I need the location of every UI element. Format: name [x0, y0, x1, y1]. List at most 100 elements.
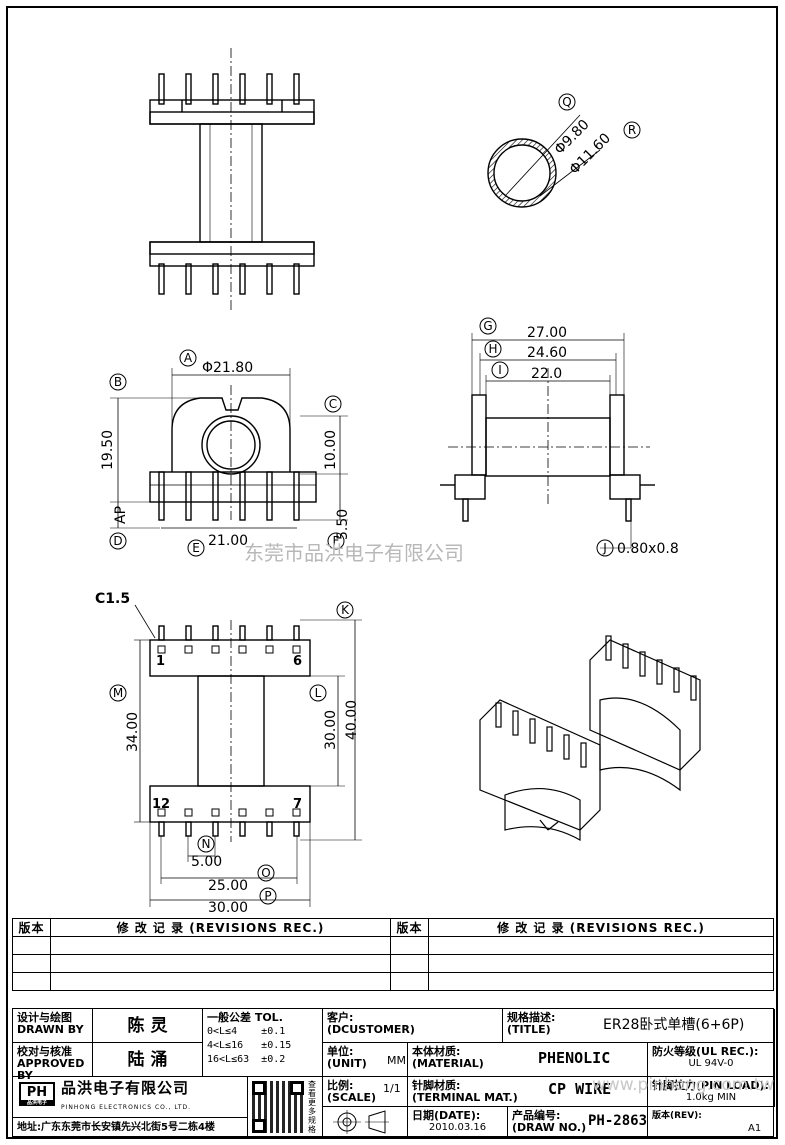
dim-A: Φ21.80: [202, 360, 253, 376]
revisions-table: 版本 修 改 记 录 (REVISIONS REC.) 版本 修 改 记 录 (…: [12, 918, 774, 991]
svg-text:O: O: [261, 866, 270, 880]
dim-N: 5.00: [191, 854, 222, 870]
dim-C: 10.00: [323, 430, 339, 470]
unit-cell: 单位:(UNIT) MM: [323, 1043, 408, 1077]
projection-symbol: [323, 1107, 408, 1138]
label-E: E: [187, 539, 205, 557]
label-J: J: [596, 539, 614, 557]
pinload-cell: 针脚拉力(PIN LOAD): 1.0kg MIN: [648, 1077, 775, 1107]
dim-E: 21.00: [208, 533, 248, 549]
watermark-company: 东莞市品洪电子有限公司: [244, 541, 464, 565]
material-cell: 本体材质:(MATERIAL) PHENOLIC: [408, 1043, 648, 1077]
svg-text:L: L: [315, 686, 322, 700]
label-R: R: [623, 121, 641, 139]
bottom-view-pins: [158, 625, 300, 837]
qr-cell: 查看更多规格: [248, 1077, 323, 1138]
dim-chamfer: C1.5: [95, 591, 130, 607]
pin-1: 1: [156, 654, 165, 669]
label-Q: Q: [558, 93, 576, 111]
terminal-cell: 针脚材质:(TERMINAL MAT.) CP WIRE: [408, 1077, 648, 1107]
flame-cell: 防火等级(UL REC.): UL 94V-0: [648, 1043, 775, 1077]
projection-icon: [333, 1110, 389, 1134]
label-O: O: [257, 864, 275, 882]
label-I: I: [491, 361, 509, 379]
dim-H: 24.60: [527, 345, 567, 361]
dim-D: AP: [113, 506, 129, 524]
dim-M: 34.00: [125, 712, 141, 752]
company-name-cn: 品洪电子有限公司: [61, 1079, 190, 1097]
label-P: P: [259, 887, 277, 905]
rev-cell: 版本(REV): A1: [652, 1111, 762, 1134]
dim-F: 5.50: [335, 509, 351, 540]
label-C: C: [324, 395, 342, 413]
svg-text:G: G: [483, 319, 492, 333]
svg-text:J: J: [602, 541, 607, 555]
tube-section: [487, 114, 601, 208]
svg-text:B: B: [114, 375, 122, 389]
title-cell: 规格描述:(TITLE) ER28卧式单槽(6+6P): [503, 1009, 775, 1043]
svg-text:R: R: [628, 123, 636, 137]
bottom-pins: [158, 263, 300, 295]
front-pins: [158, 471, 300, 521]
drawno-cell: 产品编号:(DRAW NO.) PH-2863: [508, 1107, 648, 1138]
label-F: F: [327, 532, 345, 550]
label-N: N: [197, 835, 215, 853]
qr-caption: 查看更多规格: [308, 1080, 316, 1134]
front-view: [110, 368, 348, 529]
svg-text:C: C: [329, 397, 337, 411]
company-address: 地址:广东东莞市长安镇先兴北街5号二栋4楼: [13, 1118, 248, 1138]
callout-labels: A B C D E F G H I J K L M N O P Q R: [109, 93, 641, 905]
label-K: K: [336, 601, 354, 619]
date-cell: 日期(DATE): 2010.03.16: [408, 1107, 508, 1138]
top-view: [149, 48, 315, 312]
dim-G: 27.00: [527, 325, 567, 341]
customer-cell: 客户:(DCUSTOMER): [323, 1009, 503, 1043]
svg-text:I: I: [498, 363, 502, 377]
svg-text:K: K: [341, 603, 350, 617]
svg-text:P: P: [264, 889, 271, 903]
bottom-view: [134, 619, 362, 907]
dimension-values: Φ21.80 19.50 10.00 AP 21.00 5.50 27.00 2…: [95, 117, 679, 915]
dim-J: 0.80x0.8: [617, 541, 679, 557]
svg-text:H: H: [488, 342, 497, 356]
svg-text:E: E: [192, 541, 200, 555]
company-cell: PH 品洪电子 品洪电子有限公司 PINHONG ELECTRONICS CO.…: [13, 1077, 248, 1118]
dim-K: 40.00: [344, 700, 360, 740]
label-L: L: [309, 684, 327, 702]
svg-text:A: A: [184, 351, 193, 365]
isometric-view: [479, 635, 701, 842]
company-name-en: PINHONG ELECTRONICS CO., LTD.: [61, 1104, 192, 1111]
pin-numbers: 1 6 12 7: [152, 654, 302, 812]
label-D: D: [109, 532, 127, 550]
pin-7: 7: [293, 797, 302, 812]
dim-P: 30.00: [208, 900, 248, 915]
pin-12: 12: [152, 797, 170, 812]
tolerance-block: 一般公差 TOL. 0<L≤4 ±0.1 4<L≤16 ±0.15 16<L≤6…: [203, 1009, 323, 1077]
dim-I: 22.0: [531, 366, 562, 382]
scale-cell: 比例:(SCALE) 1/1: [323, 1077, 408, 1107]
dim-L: 30.00: [323, 710, 339, 750]
side-view: [440, 333, 655, 549]
dim-B: 19.50: [100, 430, 116, 470]
top-pins: [158, 73, 300, 105]
label-B: B: [109, 373, 127, 391]
title-value: ER28卧式单槽(6+6P): [603, 1017, 745, 1033]
dim-O: 25.00: [208, 878, 248, 894]
company-logo: PH 品洪电子: [19, 1082, 55, 1106]
svg-text:F: F: [333, 534, 340, 548]
pin-6: 6: [293, 654, 302, 669]
designer-name: 陈 灵: [93, 1009, 203, 1043]
label-H: H: [484, 340, 502, 358]
label-M: M: [109, 684, 127, 702]
svg-text:M: M: [113, 686, 123, 700]
svg-text:Q: Q: [562, 95, 571, 109]
drawing-frame: [6, 6, 778, 1139]
checker-name: 陆 涌: [93, 1043, 203, 1077]
watermark-url: www.pinhong.com.tw: [592, 1075, 775, 1095]
svg-text:N: N: [202, 837, 211, 851]
technical-drawing: A B C D E F G H I J K L M N O P Q R Φ21.…: [95, 48, 701, 915]
svg-text:D: D: [113, 534, 122, 548]
